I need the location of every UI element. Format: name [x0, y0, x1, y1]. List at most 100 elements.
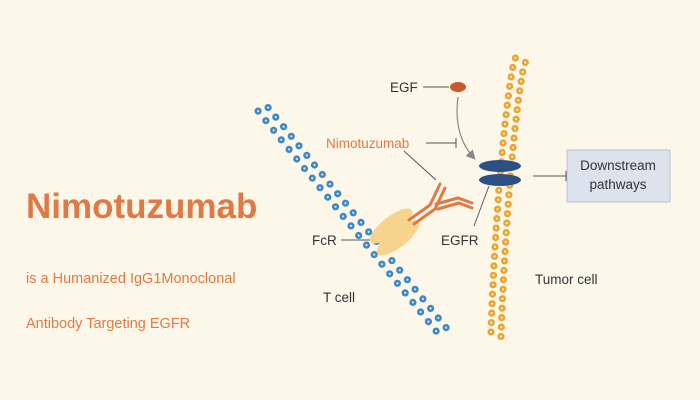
t-cell-bead-highlight [352, 211, 355, 214]
tumor-cell-bead-highlight [490, 312, 493, 315]
tumor-cell-bead-highlight [489, 330, 493, 334]
egfr-pointer [473, 185, 490, 227]
nimotuzumab-label: Nimotuzumab [326, 136, 409, 151]
downstream-label-line1: Downstream [580, 158, 656, 173]
tumor-cell-bead-highlight [503, 259, 506, 262]
t-cell-bead-highlight [336, 192, 339, 195]
t-cell-bead-highlight [334, 205, 337, 208]
tumor-cell-bead-highlight [492, 274, 495, 277]
tumor-cell-bead-highlight [506, 104, 509, 107]
t-cell-bead-highlight [380, 263, 383, 266]
t-cell-bead-highlight [406, 278, 409, 281]
t-cell-bead-highlight [437, 316, 440, 320]
tumor-cell-bead-highlight [503, 250, 507, 253]
tumor-cell-bead-highlight [505, 222, 508, 225]
t-cell-bead-highlight [419, 310, 422, 314]
tumor-cell-bead-highlight [505, 113, 508, 116]
tumor-cell-bead-highlight [512, 137, 516, 140]
tumor-cell-bead-highlight [499, 335, 503, 338]
t-cell-bead-highlight [429, 307, 432, 310]
t-cell-bead-highlight [404, 291, 407, 294]
downstream-inhibition-line [533, 171, 567, 181]
tumor-cell-bead-highlight [511, 66, 514, 69]
tumor-cell-bead-highlight [507, 193, 510, 196]
tumor-cell-bead-highlight [513, 127, 517, 130]
tumor-cell-bead-highlight [511, 146, 515, 149]
t-cell-bead-highlight [373, 253, 376, 256]
t-cell-membrane [254, 104, 450, 335]
egfr-receptor [479, 160, 521, 186]
t-cell-bead-highlight [318, 186, 322, 189]
t-cell-bead-highlight [388, 272, 391, 275]
tumor-cell-bead-highlight [502, 132, 506, 135]
t-cell-bead-highlight [290, 135, 293, 138]
tumor-cell-bead-highlight [508, 85, 511, 88]
tumor-cell-bead-highlight [500, 326, 503, 329]
tumor-cell-bead-highlight [492, 264, 495, 267]
fcr-label: FcR [312, 233, 337, 248]
downstream-label-line2: pathways [589, 177, 646, 192]
t-cell-bead-highlight [365, 244, 368, 247]
t-cell-bead-highlight [342, 215, 345, 218]
tumor-cell-bead-highlight [500, 316, 503, 319]
t-cell-bead-highlight [427, 320, 430, 323]
tumor-cell-membrane [487, 54, 530, 341]
tumor-cell-bead-highlight [517, 99, 520, 102]
tumor-cell-bead-highlight [507, 203, 510, 206]
t-cell-label: T cell [323, 290, 355, 305]
tumor-cell-bead-highlight [490, 321, 493, 324]
nimotuzumab-antibody [407, 182, 474, 226]
t-cell-bead-highlight [311, 177, 314, 180]
t-cell-bead-highlight [267, 106, 270, 109]
subtitle-line-2: Antibody Targeting EGFR [26, 316, 190, 332]
tumor-cell-bead-highlight [501, 297, 504, 300]
t-cell-bead-highlight [295, 157, 298, 161]
tumor-cell-bead-highlight [502, 278, 505, 281]
tumor-cell-bead-highlight [497, 198, 500, 201]
t-cell-bead-highlight [257, 110, 260, 113]
t-cell-bead-highlight [435, 330, 438, 333]
egf-binding-arrow [456, 96, 476, 160]
t-cell-bead-highlight [357, 234, 360, 237]
tumor-cell-bead-highlight [515, 118, 518, 121]
t-cell-bead-highlight [398, 269, 401, 272]
t-cell-bead-highlight [272, 129, 275, 132]
egf-ligand [423, 82, 466, 92]
nimotuzumab-inhibition-line [426, 138, 457, 148]
tumor-cell-bead-highlight [514, 56, 517, 60]
tumor-cell-bead-highlight [520, 80, 523, 83]
t-cell-bead-highlight [421, 297, 424, 300]
t-cell-bead-highlight [328, 183, 332, 186]
t-cell-bead-highlight [396, 282, 399, 285]
tumor-cell-bead-highlight [502, 141, 505, 145]
tumor-cell-bead-highlight [501, 307, 504, 310]
tumor-cell-bead-highlight [516, 108, 519, 111]
t-cell-bead-highlight [411, 301, 414, 304]
t-cell-bead-highlight [344, 202, 347, 205]
t-cell-bead-highlight [349, 224, 353, 227]
tumor-cell-bead-highlight [524, 61, 527, 64]
tumor-cell-bead-highlight [497, 189, 500, 192]
tumor-cell-bead-highlight [503, 123, 507, 126]
t-cell-bead-highlight [305, 154, 308, 157]
tumor-cell-bead-highlight [521, 70, 524, 73]
fcr-receptor [369, 208, 420, 256]
t-cell-bead-highlight [280, 138, 283, 141]
t-cell-bead-highlight [326, 196, 329, 199]
tumor-cell-bead-highlight [501, 151, 504, 154]
tumor-cell-bead-highlight [501, 288, 505, 291]
downstream-box [566, 149, 671, 203]
egfr-label: EGFR [441, 233, 479, 248]
t-cell-bead-highlight [321, 173, 324, 176]
t-cell-bead-highlight [303, 167, 306, 170]
tumor-cell-bead-highlight [507, 94, 510, 97]
tumor-cell-bead-highlight [518, 89, 521, 92]
tumor-cell-bead-highlight [496, 208, 499, 211]
t-cell-bead-highlight [274, 116, 277, 119]
nimotuzumab-pointer [403, 150, 437, 181]
t-cell-bead-highlight [297, 144, 301, 147]
tumor-cell-label: Tumor cell [535, 272, 598, 287]
t-cell-bead-highlight [367, 230, 370, 233]
t-cell-bead-highlight [390, 259, 393, 262]
